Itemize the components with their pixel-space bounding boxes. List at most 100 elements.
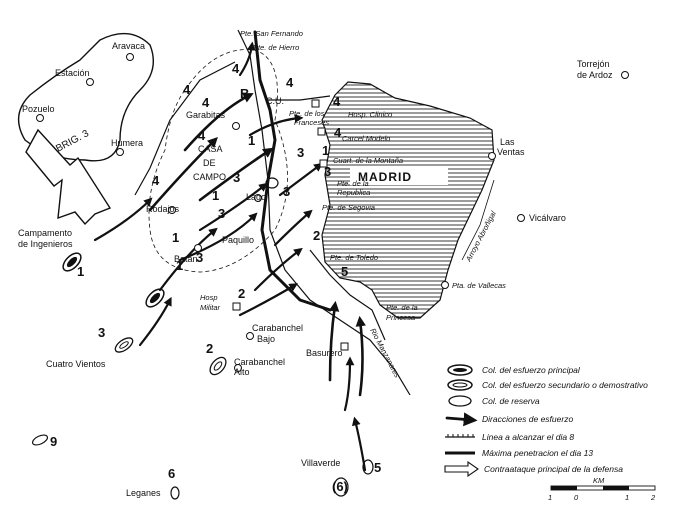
num-3-republica: 3 — [324, 164, 331, 179]
label-torrejon-2: de Ardoz — [577, 70, 613, 80]
label-aravaca: Aravaca — [112, 41, 145, 51]
num-5-toledo: 5 — [341, 264, 348, 279]
num-3-east: 3 — [283, 184, 290, 199]
label-manzanares: Rio Manzanares — [368, 327, 402, 380]
label-pte-franceses-1: Pte. de los — [289, 109, 325, 118]
num-2-hosp: 2 — [238, 286, 245, 301]
brig3-label: BRIG. 3 — [54, 128, 91, 155]
counterattack-arrow — [25, 128, 112, 226]
arroyo-line — [461, 179, 495, 261]
num-2-river: 2 — [313, 228, 320, 243]
scale-bar: KM 1 0 1 2 — [548, 476, 656, 502]
label-cuartel-montana: Cuart. de la Montaña — [333, 156, 403, 165]
label-campamento-1: Campamento — [18, 228, 72, 238]
legend-item-3: Col. de reserva — [482, 396, 540, 406]
label-hosp-clinico: Hosp. Clinico — [348, 110, 392, 119]
scale-tick-2: 1 — [625, 493, 629, 502]
num-1-montana: 1 — [322, 143, 329, 158]
label-pte-san-fernando: Pte. San Fernando — [240, 29, 303, 38]
num-4-b: 4 — [202, 95, 210, 110]
label-pta-hierro: Pte. de Hierro — [253, 43, 299, 52]
label-garabitas: Garabitas — [186, 110, 226, 120]
label-carcel-modelo: Carcel Modelo — [342, 134, 390, 143]
num-3-river: 3 — [297, 145, 304, 160]
label-pte-princesa-2: Princesa — [386, 313, 415, 322]
label-pta-vallecas: Pta. de Vallecas — [452, 281, 506, 290]
num-6-reserve: (6) — [332, 479, 348, 494]
num-3-lago: 3 — [233, 170, 240, 185]
label-pte-franceses-2: Franceses — [294, 118, 329, 127]
max-penetration-line — [253, 30, 332, 312]
num-5-villaverde: 5 — [374, 460, 381, 475]
num-4-rodajos: 4 — [152, 173, 160, 188]
label-carabanchel-alto-2: Alto — [234, 367, 250, 377]
label-humera: Humera — [111, 138, 143, 148]
label-cu: C.U. — [266, 96, 284, 106]
label-las-ventas-1: Las — [500, 137, 515, 147]
label-pte-segovia: Pte. de Segovia — [322, 203, 375, 212]
num-1-north: 1 — [248, 133, 255, 148]
num-4-casa: 4 — [198, 128, 206, 143]
madrid-label-bg — [350, 167, 448, 185]
num-1-casa: 1 — [212, 188, 219, 203]
num-1-batan: 1 — [172, 230, 179, 245]
day8-line — [134, 61, 386, 341]
label-campamento-2: de Ingenieros — [18, 239, 73, 249]
label-campo: CAMPO — [193, 172, 226, 182]
effort-arrows — [93, 41, 367, 472]
label-carabanchel-bajo-2: Bajo — [257, 334, 275, 344]
casa-de-campo-boundary — [148, 49, 288, 273]
place-markers — [36, 53, 629, 372]
label-pte-republica-2: Republica — [337, 188, 370, 197]
num-3-cuatro-vientos: 3 — [98, 325, 105, 340]
label-vicalvaro: Vicálvaro — [529, 213, 566, 223]
num-4-cu: 4 — [286, 75, 294, 90]
label-pozuelo: Pozuelo — [22, 104, 55, 114]
num-4-garabitas: 4 — [183, 82, 191, 97]
label-de: DE — [203, 158, 216, 168]
scale-tick-3: 2 — [650, 493, 656, 502]
label-b: B — [240, 86, 249, 101]
label-lago: Lago — [246, 192, 266, 202]
num-4-carcel: 4 — [334, 125, 342, 140]
scale-unit: KM — [593, 476, 605, 485]
num-3-batan: 3 — [196, 250, 203, 265]
label-torrejon-1: Torrejón — [577, 59, 610, 69]
num-6-leganes: 6 — [168, 466, 175, 481]
num-4-clinico: 4 — [333, 94, 341, 109]
num-3-west: 3 — [218, 206, 225, 221]
legend-item-2: Col. del esfuerzo secundario o demostrat… — [482, 380, 648, 390]
label-rodajos: Rodajos — [146, 204, 180, 214]
legend-item-6: Máxima penetracion el dia 13 — [482, 448, 593, 458]
scale-tick-1: 0 — [574, 493, 579, 502]
legend: Col. del esfuerzo principal Col. del esf… — [444, 364, 648, 478]
label-las-ventas-2: Ventas — [497, 147, 525, 157]
num-1-campamento: 1 — [77, 264, 84, 279]
label-villaverde: Villaverde — [301, 458, 340, 468]
label-batan: Batan — [174, 254, 198, 264]
madrid-label: MADRID — [358, 170, 412, 184]
num-2-carabanchel: 2 — [206, 341, 213, 356]
manzanares-river — [237, 29, 411, 396]
label-pte-princesa-1: Pte. de la — [386, 303, 418, 312]
num-1-south: 1 — [176, 258, 183, 273]
num-4-hierro: 4 — [232, 61, 240, 76]
label-pte-toledo: Pte. de Toledo — [330, 253, 378, 262]
madrid-city-area — [321, 81, 495, 319]
label-hosp-militar-2: Militar — [200, 303, 221, 312]
brig3-area — [17, 32, 154, 162]
num-9: 9 — [50, 434, 57, 449]
legend-item-5: Linea a alcanzar el dia 8 — [482, 432, 574, 442]
label-carabanchel-bajo-1: Carabanchel — [252, 323, 303, 333]
legend-item-1: Col. del esfuerzo principal — [482, 365, 581, 375]
scale-tick-0: 1 — [548, 493, 552, 502]
column-symbols — [31, 177, 374, 500]
label-hosp-militar-1: Hosp — [200, 293, 218, 302]
label-paquillo: Paquillo — [222, 235, 254, 245]
label-carabanchel-alto-1: Carabanchel — [234, 357, 285, 367]
label-cuatro-vientos: Cuatro Vientos — [46, 359, 106, 369]
legend-item-4: Diracciones de esfuerzo — [482, 414, 573, 424]
label-pte-republica-1: Pte. de la — [337, 179, 369, 188]
label-casa: CASA — [198, 144, 223, 154]
